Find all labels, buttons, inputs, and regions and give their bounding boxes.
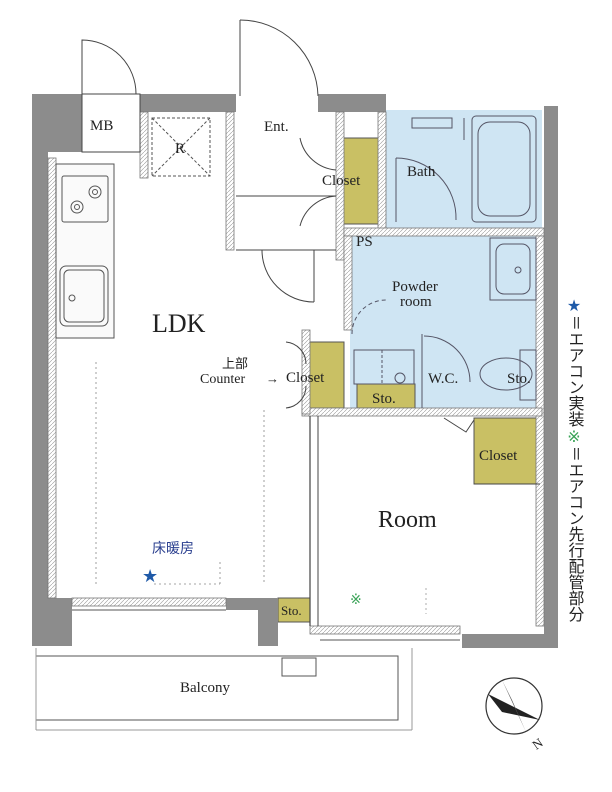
floor-heating-outline [95, 362, 265, 585]
powder-room-label-1: Powder [392, 279, 438, 295]
sto-balcony-area [277, 597, 311, 623]
legend-star-text: ＝エアコン実装 [565, 315, 583, 427]
kitchen-counter [55, 163, 115, 339]
counter-arrow: → [266, 371, 279, 386]
interior-doors [285, 341, 540, 626]
legend-star-icon: ★ [566, 296, 582, 315]
room-label: Room [378, 507, 437, 533]
mb-box [81, 39, 141, 153]
ldk-label: LDK [152, 309, 206, 338]
star-mark-ldk: ★ [142, 566, 158, 587]
wc-label: W.C. [428, 371, 458, 387]
powder-room-area [350, 236, 542, 344]
bath-label: Bath [407, 164, 436, 180]
wc-fixtures [421, 334, 537, 408]
wall-hatch [47, 111, 545, 635]
sto-balcony-label: Sto. [281, 603, 302, 618]
entrance-doors [236, 19, 337, 303]
sto-wc-label: Sto. [507, 371, 531, 387]
ent-label: Ent. [264, 119, 289, 135]
r-label: R [175, 141, 185, 157]
ps-label: PS [356, 234, 373, 250]
counter-label: Counter [200, 372, 245, 387]
closet-ldk-label: Closet [286, 370, 325, 386]
legend: ★ ＝エアコン実装 ※ ＝エアコン先行配管部分 [562, 296, 586, 622]
compass [485, 677, 543, 735]
balcony-label: Balcony [180, 680, 230, 696]
north-label: N [529, 735, 546, 753]
balcony [35, 609, 460, 731]
floor-heating-label: 床暖房 [152, 541, 194, 557]
legend-kome-text: ＝エアコン先行配管部分 [565, 446, 583, 622]
powder-room-label-2: room [400, 294, 432, 310]
legend-kome-icon: ※ [567, 427, 581, 446]
kome-mark-room: ※ [350, 592, 362, 608]
counter-top-label: 上部 [222, 356, 248, 371]
bath-fixtures [395, 115, 537, 223]
mb-label: MB [90, 118, 113, 134]
sto-powder-label: Sto. [372, 391, 396, 407]
closet-ent-label: Closet [322, 173, 361, 189]
refrigerator-space [151, 117, 211, 177]
closet-room-label: Closet [479, 448, 518, 464]
powder-fixtures [351, 237, 537, 385]
walls [32, 94, 558, 648]
